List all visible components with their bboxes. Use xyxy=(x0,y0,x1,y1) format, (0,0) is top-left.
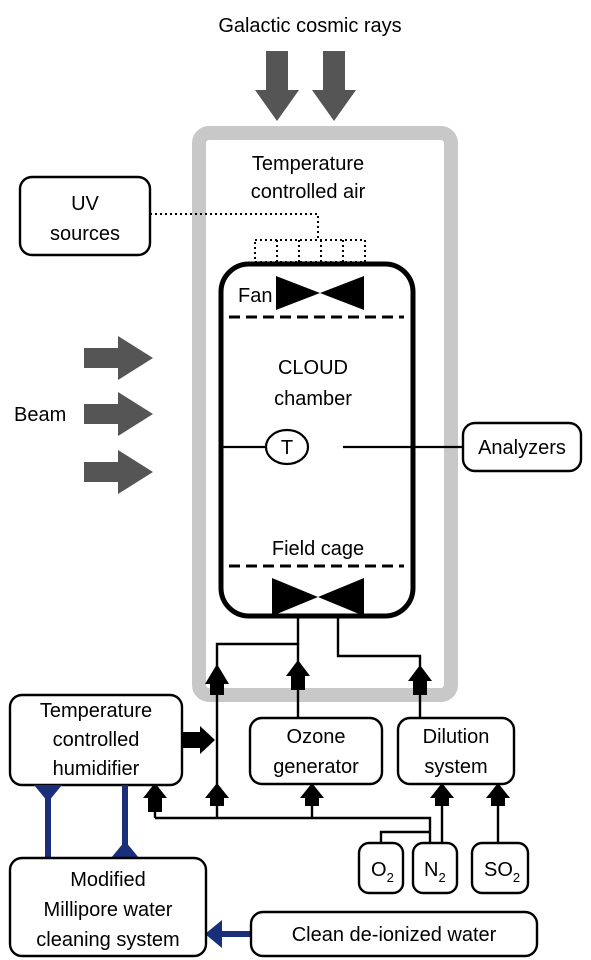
blue-arrow-down xyxy=(34,785,62,802)
ozone-line2: generator xyxy=(273,756,359,778)
uv-fibre-lines xyxy=(150,213,366,263)
cloud-chamber-vessel xyxy=(218,261,416,619)
gas-o2-box xyxy=(357,841,405,895)
flow-arrow-humidifier-out xyxy=(183,726,215,754)
chamber-label-line1: CLOUD xyxy=(278,357,348,379)
flow-arrow-humidifier-in xyxy=(143,783,167,812)
humidifier-line2: controlled xyxy=(53,729,140,751)
dilution-line1: Dilution xyxy=(423,726,490,748)
millipore-line3: cleaning system xyxy=(36,929,179,951)
uv-sources-line1: UV xyxy=(71,193,99,215)
beam-label: Beam xyxy=(14,404,66,426)
gas-so2-label: SO2 xyxy=(484,859,520,885)
cosmic-rays-label: Galactic cosmic rays xyxy=(218,15,401,37)
thermometer-circle xyxy=(264,428,310,466)
ozone-line1: Ozone xyxy=(287,726,346,748)
top-fan-icon xyxy=(276,276,364,310)
humidifier-box xyxy=(8,693,184,787)
beam-arrow-1 xyxy=(84,336,153,380)
analyzers-label: Analyzers xyxy=(478,437,566,459)
flow-arrow-line-mid xyxy=(205,783,229,806)
temp-air-label-line1: Temperature xyxy=(252,153,364,175)
temp-air-label-line2: controlled air xyxy=(251,181,366,203)
thermal-housing-frame xyxy=(192,126,458,702)
gas-n2-label: N2 xyxy=(424,859,446,885)
flow-arrow-dilution-so2 xyxy=(486,783,510,806)
flow-arrow-ozone-in xyxy=(300,783,324,806)
beam-arrow-3 xyxy=(84,450,153,494)
blue-arrow-up xyxy=(111,841,139,858)
bottom-fan-icon xyxy=(272,578,364,616)
dilution-line2: system xyxy=(424,756,487,778)
analyzers-box xyxy=(461,421,583,473)
millipore-line2: Millipore water xyxy=(44,899,173,921)
humidifier-line3: humidifier xyxy=(53,758,140,780)
cosmic-ray-arrow-left xyxy=(255,51,299,121)
flow-arrow-dilution-n2 xyxy=(430,783,454,806)
flow-arrow-chamber-right xyxy=(408,665,432,695)
gas-supply-lines xyxy=(153,616,500,843)
flow-arrow-chamber-mid xyxy=(286,660,310,690)
blue-arrow-left xyxy=(205,920,222,948)
gas-so2-box xyxy=(470,841,530,895)
clean-water-label: Clean de-ionized water xyxy=(292,924,497,946)
ozone-generator-box xyxy=(248,716,384,786)
beam-arrow-2 xyxy=(84,392,153,436)
millipore-box xyxy=(8,856,208,958)
uv-sources-line2: sources xyxy=(50,223,120,245)
dilution-system-box xyxy=(396,716,516,786)
uv-sources-box xyxy=(18,175,152,257)
flow-arrow-chamber-left xyxy=(205,664,229,695)
humidifier-line1: Temperature xyxy=(40,700,152,722)
field-cage-label: Field cage xyxy=(272,538,364,560)
millipore-line1: Modified xyxy=(70,869,146,891)
gas-n2-box xyxy=(411,841,459,895)
thermometer-label: T xyxy=(281,437,293,459)
fan-label: Fan xyxy=(238,285,272,307)
gas-o2-label: O2 xyxy=(371,859,394,885)
cosmic-ray-arrow-right xyxy=(312,51,356,121)
chamber-label-line2: chamber xyxy=(274,388,352,410)
clean-water-box xyxy=(249,910,539,958)
